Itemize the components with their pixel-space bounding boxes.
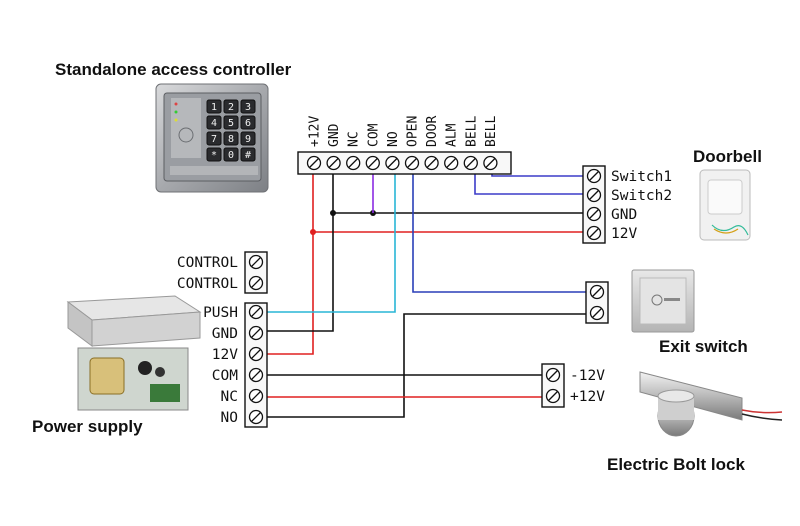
power-terminal-label: 12V: [212, 347, 238, 363]
keypad-key-label: *: [211, 150, 217, 161]
doorbell-image: [699, 169, 751, 241]
keypad-key-label: 6: [245, 118, 251, 129]
power-terminal-screw: [248, 388, 264, 404]
keypad-key-label: #: [245, 150, 251, 161]
wire-12v-controller: [265, 163, 314, 355]
power-terminal-label: GND: [212, 326, 238, 342]
doorbell-terminal-screw: [586, 206, 602, 222]
controller-terminal-screw: [424, 155, 439, 171]
power-terminal-label: CONTROL: [177, 255, 238, 271]
keypad-key-label: 8: [228, 134, 234, 145]
power-terminal-screw: [248, 325, 264, 341]
keypad-key: 9: [240, 131, 256, 146]
exit-terminal-block: [585, 281, 609, 324]
keypad-key-label: 4: [211, 118, 217, 129]
doorbell-terminal-screw: [586, 168, 602, 184]
wire-exit-open: [412, 163, 594, 293]
controller-terminal-label: ALM: [445, 123, 460, 147]
keypad-key: 8: [223, 131, 239, 146]
bolt-lock-title: Electric Bolt lock: [607, 455, 745, 474]
controller-terminal-screw: [463, 155, 478, 171]
doorbell-title: Doorbell: [693, 147, 762, 166]
keypad-key: 5: [223, 115, 239, 130]
power-terminal-screw: [248, 254, 264, 270]
keypad-key-label: 0: [228, 150, 234, 161]
keypad-key: *: [206, 147, 222, 162]
keypad-key: 6: [240, 115, 256, 130]
wire-push: [265, 163, 396, 313]
exit-switch-image: [631, 269, 695, 333]
controller-terminal-label: NC: [347, 131, 362, 147]
doorbell-terminal-label: GND: [611, 207, 637, 223]
keypad-key-label: 2: [228, 102, 234, 113]
keypad-key: 1: [206, 99, 222, 114]
keypad-key-label: 1: [211, 102, 217, 113]
controller-terminal-label: DOOR: [425, 116, 440, 147]
power-supply-image: [66, 295, 202, 411]
lock-terminal-label: +12V: [570, 389, 605, 405]
power-terminal-label: COM: [212, 368, 238, 384]
controller-terminal-screw: [404, 155, 420, 171]
power-terminal-label: CONTROL: [177, 276, 238, 292]
power-terminal-screw: [248, 275, 264, 291]
exit-switch-title: Exit switch: [659, 337, 748, 356]
wire-exit-return: [265, 313, 594, 418]
keypad-key-label: 9: [245, 134, 251, 145]
power-terminal-label: PUSH: [203, 305, 238, 321]
controller-terminal-label: NO: [386, 131, 401, 147]
power-supply-title: Power supply: [32, 417, 143, 436]
controller-terminal-label: BELL: [484, 116, 499, 147]
keypad-key: #: [240, 147, 256, 162]
controller-terminal-screw: [346, 155, 361, 171]
keypad-key: 3: [240, 99, 256, 114]
power-terminal-screw: [248, 304, 264, 320]
power-terminal-label: NO: [221, 410, 238, 426]
controller-terminal-block: +12V GND NC COM NO OPEN DOOR ALM BELL BELL: [297, 116, 512, 175]
doorbell-terminal-screw: [586, 225, 602, 241]
controller-terminal-label: COM: [366, 123, 381, 147]
power-terminal-block-main: [244, 302, 268, 428]
power-terminal-label: NC: [221, 389, 238, 405]
keypad-key: 2: [223, 99, 239, 114]
lock-terminal-screw: [545, 367, 561, 383]
controller-terminal-screw: [483, 155, 498, 171]
keypad-key-label: 3: [245, 102, 251, 113]
controller-title: Standalone access controller: [55, 60, 292, 79]
keypad-key-label: 5: [228, 118, 234, 129]
controller-terminal-label: OPEN: [406, 116, 421, 147]
controller-terminal-screw: [306, 155, 322, 171]
controller-terminal-screw: [385, 155, 400, 171]
controller-terminal-label: +12V: [308, 116, 323, 147]
bolt-lock-image: [639, 371, 783, 437]
keypad-key: 4: [206, 115, 222, 130]
doorbell-terminal-label: Switch1: [611, 169, 672, 185]
controller-terminal-screw: [365, 155, 380, 171]
power-terminal-screw: [248, 367, 264, 383]
wires: [265, 163, 594, 418]
keypad-key: 7: [206, 131, 222, 146]
controller-terminal-label: BELL: [464, 116, 479, 147]
controller-terminal-label: GND: [327, 123, 342, 147]
doorbell-terminal-label: 12V: [611, 226, 637, 242]
lock-terminal-screw: [545, 388, 561, 404]
power-terminal-screw: [248, 409, 264, 425]
lock-terminal-label: -12V: [570, 368, 605, 384]
keypad-key: 0: [223, 147, 239, 162]
wire-gnd-controller: [265, 163, 334, 332]
power-terminal-screw: [248, 346, 264, 362]
controller-terminal-screw: [444, 155, 459, 171]
controller-terminal-screw: [326, 155, 341, 171]
keypad-key-label: 7: [211, 134, 217, 145]
doorbell-terminal-label: Switch2: [611, 188, 672, 204]
doorbell-terminal-screw: [586, 187, 602, 203]
